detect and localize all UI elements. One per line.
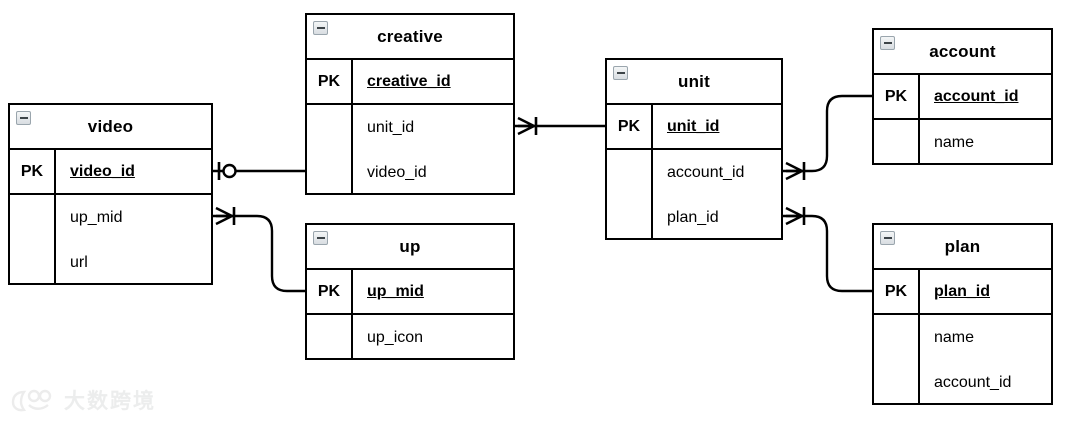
edge-unit-plan[interactable] bbox=[783, 206, 872, 293]
attribute-key bbox=[10, 195, 56, 240]
minus-box-icon[interactable] bbox=[613, 66, 628, 80]
minus-box-icon[interactable] bbox=[313, 231, 328, 245]
entity-title: up bbox=[399, 236, 421, 256]
entity-attributes: PK creative_id unit_id video_id bbox=[307, 60, 513, 195]
watermark: 大数跨境 bbox=[10, 388, 156, 414]
attribute-row[interactable]: up_icon bbox=[307, 315, 513, 360]
attribute-row[interactable]: PK video_id bbox=[10, 150, 211, 195]
attribute-key bbox=[874, 120, 920, 165]
attribute-name: account_id bbox=[667, 163, 745, 181]
attribute-name: account_id bbox=[934, 87, 1019, 105]
entity-header: unit bbox=[607, 60, 781, 105]
marker-crowsfoot bbox=[517, 116, 535, 136]
attribute-key: PK bbox=[874, 270, 920, 313]
attribute-key bbox=[307, 150, 353, 195]
attribute-name: plan_id bbox=[934, 282, 991, 300]
attribute-row[interactable]: video_id bbox=[307, 150, 513, 195]
attribute-key bbox=[874, 315, 920, 360]
marker-optional-circle bbox=[222, 163, 237, 179]
entity-title: creative bbox=[377, 26, 443, 46]
entity-video[interactable]: video PK video_id up_mid url bbox=[8, 103, 213, 285]
minus-box-icon[interactable] bbox=[313, 21, 328, 35]
attribute-row[interactable]: plan_id bbox=[607, 195, 781, 240]
attribute-name: unit_id bbox=[667, 117, 720, 135]
attribute-key bbox=[874, 360, 920, 405]
attribute-key: PK bbox=[10, 150, 56, 193]
attribute-name: video_id bbox=[367, 163, 427, 181]
entity-attributes: PK plan_id name account_id bbox=[874, 270, 1051, 405]
attribute-key bbox=[10, 240, 56, 285]
entity-creative[interactable]: creative PK creative_id unit_id video_id bbox=[305, 13, 515, 195]
attribute-key: PK bbox=[874, 75, 920, 118]
attribute-row[interactable]: unit_id bbox=[307, 105, 513, 150]
attribute-row[interactable]: name bbox=[874, 120, 1051, 165]
dashu-logo-icon bbox=[11, 389, 52, 412]
attribute-key bbox=[307, 315, 353, 360]
entity-attributes: PK video_id up_mid url bbox=[10, 150, 211, 285]
attribute-row[interactable]: url bbox=[10, 240, 211, 285]
entity-plan[interactable]: plan PK plan_id name account_id bbox=[872, 223, 1053, 405]
attribute-key: PK bbox=[307, 60, 353, 103]
attribute-row[interactable]: name bbox=[874, 315, 1051, 360]
attribute-key bbox=[307, 105, 353, 150]
edge-video-creative[interactable] bbox=[213, 162, 305, 180]
entity-title: unit bbox=[678, 71, 710, 91]
attribute-name: name bbox=[934, 133, 975, 151]
entity-header: account bbox=[874, 30, 1051, 75]
entity-header: plan bbox=[874, 225, 1051, 270]
attribute-row[interactable]: up_mid bbox=[10, 195, 211, 240]
attribute-name: creative_id bbox=[367, 72, 451, 90]
attribute-name: url bbox=[70, 253, 88, 271]
attribute-name: unit_id bbox=[367, 118, 415, 136]
entity-up[interactable]: up PK up_mid up_icon bbox=[305, 223, 515, 360]
entity-header: up bbox=[307, 225, 513, 270]
attribute-row[interactable]: PK unit_id bbox=[607, 105, 781, 150]
entity-attributes: PK account_id name bbox=[874, 75, 1051, 165]
entity-attributes: PK unit_id account_id plan_id bbox=[607, 105, 781, 240]
entity-attributes: PK up_mid up_icon bbox=[307, 270, 513, 360]
attribute-name: video_id bbox=[70, 162, 135, 180]
attribute-row[interactable]: account_id bbox=[874, 360, 1051, 405]
minus-box-icon[interactable] bbox=[16, 111, 31, 125]
attribute-key bbox=[607, 150, 653, 195]
entity-title: account bbox=[929, 41, 996, 61]
minus-box-icon[interactable] bbox=[880, 36, 895, 50]
watermark-text: 大数跨境 bbox=[64, 389, 156, 413]
entity-account[interactable]: account PK account_id name bbox=[872, 28, 1053, 165]
entity-title: plan bbox=[944, 236, 981, 256]
edge-unit-account[interactable] bbox=[783, 94, 872, 181]
edge-creative-unit[interactable] bbox=[515, 116, 605, 136]
attribute-key: PK bbox=[607, 105, 653, 148]
attribute-name: up_mid bbox=[70, 208, 123, 226]
marker-crowsfoot bbox=[215, 206, 233, 226]
attribute-key: PK bbox=[307, 270, 353, 313]
minus-box-icon[interactable] bbox=[880, 231, 895, 245]
edge-video-up[interactable] bbox=[213, 206, 305, 293]
attribute-name: plan_id bbox=[667, 208, 719, 226]
marker-crowsfoot bbox=[785, 206, 803, 226]
attribute-name: account_id bbox=[934, 373, 1012, 391]
attribute-row[interactable]: PK creative_id bbox=[307, 60, 513, 105]
entity-title: video bbox=[87, 116, 134, 136]
entity-header: video bbox=[10, 105, 211, 150]
attribute-name: name bbox=[934, 328, 975, 346]
attribute-row[interactable]: PK account_id bbox=[874, 75, 1051, 120]
entity-header: creative bbox=[307, 15, 513, 60]
entity-unit[interactable]: unit PK unit_id account_id plan_id bbox=[605, 58, 783, 240]
attribute-row[interactable]: PK up_mid bbox=[307, 270, 513, 315]
attribute-key bbox=[607, 195, 653, 240]
attribute-row[interactable]: account_id bbox=[607, 150, 781, 195]
attribute-name: up_mid bbox=[367, 282, 424, 300]
marker-crowsfoot bbox=[785, 161, 803, 181]
attribute-row[interactable]: PK plan_id bbox=[874, 270, 1051, 315]
attribute-name: up_icon bbox=[367, 328, 424, 346]
